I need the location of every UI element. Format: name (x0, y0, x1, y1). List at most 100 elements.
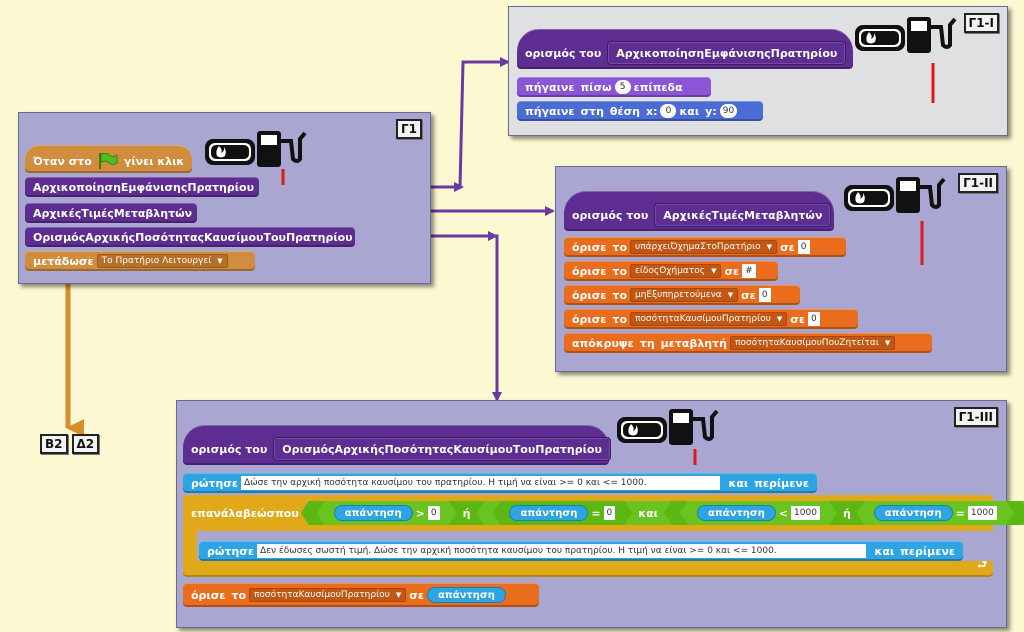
green-flag-hat[interactable]: Όταν στο γίνει κλικ (25, 145, 193, 173)
word: ρώτησε (207, 544, 254, 558)
word: και (638, 506, 658, 520)
broadcast-label: μετάδωσε (33, 254, 94, 268)
word: περίμενε (900, 544, 955, 558)
word: x: (645, 104, 658, 118)
value-input[interactable]: # (742, 264, 756, 278)
call-initial-fuel[interactable]: ΟρισμόςΑρχικήςΠοσότηταςΚαυσίμουΤουΠρατηρ… (25, 227, 355, 247)
panel-label-g1: Γ1 (396, 119, 422, 139)
word: όρισε (572, 240, 607, 254)
word: πίσω (580, 80, 612, 94)
ask-and-wait-block-1[interactable]: ρώτησε Δώσε την αρχική ποσότητα καυσίμου… (183, 473, 817, 493)
word: y: (705, 104, 717, 118)
answer-reporter[interactable]: απάντηση (426, 587, 506, 603)
var-dropdown[interactable]: ποσότηταΚαυσίμουΠουΖητείται (729, 336, 896, 350)
word: σε (724, 264, 740, 278)
question-input[interactable]: Δώσε την αρχική ποσότητα καυσίμου του πρ… (240, 476, 720, 490)
word: το (612, 288, 627, 302)
call-init-appearance[interactable]: ΑρχικοποίησηΕμφάνισηςΠρατηρίου (25, 177, 259, 197)
value-input[interactable]: 0 (807, 312, 820, 326)
call-initial-values[interactable]: ΑρχικέςΤιμέςΜεταβλητών (25, 203, 197, 223)
word: και (874, 544, 895, 558)
define-label: ορισμός του (525, 46, 602, 60)
word: απόκρυψε (572, 336, 634, 350)
eq-condition[interactable]: απάντηση = 0 (492, 501, 632, 525)
word: όρισε (572, 264, 607, 278)
x-input[interactable]: 0 (660, 104, 677, 118)
repeat-until-block[interactable]: επανάλαβε ώσπου απάντηση > 0 ή απάντηση … (183, 495, 993, 577)
set-var-block-3[interactable]: όρισε το μηΕξυπηρετούμενα σε 0 (564, 285, 800, 305)
var-dropdown[interactable]: ποσότηταΚαυσίμουΠρατηρίου (249, 588, 407, 602)
y-input[interactable]: 90 (719, 104, 738, 118)
set-var-block-1[interactable]: όρισε το υπάρχειΌχημαΣτοΠρατήριο σε 0 (564, 237, 846, 257)
panel-label-g1ii: Γ1-ΙΙ (958, 173, 998, 193)
panel-label-g1i: Γ1-Ι (963, 13, 999, 33)
value-input[interactable]: 0 (797, 240, 810, 254)
word: σε (741, 288, 756, 302)
var-dropdown[interactable]: μηΕξυπηρετούμενα (630, 288, 739, 302)
answer-reporter[interactable]: απάντηση (874, 505, 953, 521)
define-initial-fuel[interactable]: ορισμός του ΟρισμόςΑρχικήςΠοσότηταςΚαυσί… (183, 425, 611, 465)
var-dropdown[interactable]: υπάρχειΌχημαΣτοΠρατήριο (630, 240, 778, 254)
operator: = (955, 506, 965, 520)
fuel-station-icon (844, 177, 946, 265)
set-var-block-4[interactable]: όρισε το ποσότηταΚαυσίμουΠρατηρίου σε 0 (564, 309, 858, 329)
define-label: ορισμός του (572, 208, 649, 222)
word: ή (842, 506, 851, 520)
gt-condition[interactable]: απάντηση > 0 (317, 501, 457, 525)
go-back-layers-block[interactable]: πήγαινε πίσω 5 επίπεδα (517, 77, 711, 97)
panel-g1i: Γ1-Ι ορισμός του ΑρχικοποίησηΕμφάνισηςΠρ… (508, 6, 1008, 136)
word: όρισε (572, 288, 607, 302)
hide-variable-block[interactable]: απόκρυψε τη μεταβλητή ποσότηταΚαυσίμουΠο… (564, 333, 932, 353)
value-input[interactable]: 0 (428, 506, 440, 520)
word: όρισε (191, 588, 226, 602)
call-label: ΑρχικοποίησηΕμφάνισηςΠρατηρίου (33, 180, 255, 194)
value-input[interactable]: 1000 (791, 506, 820, 520)
word: επανάλαβε (191, 506, 257, 520)
repeat-header: επανάλαβε ώσπου απάντηση > 0 ή απάντηση … (191, 498, 1024, 528)
goto-xy-block[interactable]: πήγαινε στη θέση x: 0 και y: 90 (517, 101, 763, 121)
value-input[interactable]: 0 (758, 288, 771, 302)
hat-post: γίνει κλικ (123, 154, 185, 168)
var-dropdown[interactable]: ποσότηταΚαυσίμουΠρατηρίου (630, 312, 788, 326)
operator: > (415, 506, 425, 520)
define-init-appearance[interactable]: ορισμός του ΑρχικοποίησηΕμφάνισηςΠρατηρί… (517, 29, 853, 69)
answer-reporter[interactable]: απάντηση (334, 505, 413, 521)
broadcast-dropdown[interactable]: Το Πρατήριο Λειτουργεί (96, 254, 228, 268)
word: ώσπου (256, 506, 299, 520)
or-condition[interactable]: απάντηση > 0 ή απάντηση = 0 και απάντηση (301, 501, 1024, 525)
layers-input[interactable]: 5 (614, 80, 631, 94)
var-dropdown[interactable]: είδοςΟχήματος (630, 264, 722, 278)
word: και (728, 476, 749, 490)
eq-condition-2[interactable]: απάντηση = 1000 (857, 501, 1014, 525)
answer-reporter[interactable]: απάντηση (697, 505, 776, 521)
word: το (612, 240, 627, 254)
and-condition[interactable]: απάντηση = 0 και απάντηση < 1000 ή απ (476, 501, 1024, 525)
fuel-station-icon (855, 17, 957, 103)
set-fuel-to-answer-block[interactable]: όρισε το ποσότηταΚαυσίμουΠρατηρίου σε απ… (183, 583, 539, 607)
word: θέση (609, 104, 640, 118)
word: στη (580, 104, 604, 118)
call-label: ΑρχικέςΤιμέςΜεταβλητών (33, 206, 193, 220)
ref-d2: Δ2 (71, 434, 100, 454)
green-flag-icon (98, 153, 118, 169)
word: πήγαινε (525, 104, 575, 118)
question-input[interactable]: Δεν έδωσες σωστή τιμή. Δώσε την αρχική π… (256, 544, 866, 558)
lt-or-eq-condition[interactable]: απάντηση < 1000 ή απάντηση = 1000 (664, 501, 1024, 525)
panel-g1ii: Γ1-ΙΙ ορισμός του ΑρχικέςΤιμέςΜεταβλητών… (555, 166, 1007, 372)
set-var-block-2[interactable]: όρισε το είδοςΟχήματος σε # (564, 261, 778, 281)
define-name: ΑρχικοποίησηΕμφάνισηςΠρατηρίου (607, 41, 847, 65)
define-initial-values[interactable]: ορισμός του ΑρχικέςΤιμέςΜεταβλητών (564, 191, 834, 231)
lt-condition[interactable]: απάντηση < 1000 (680, 501, 837, 525)
value-input[interactable]: 0 (604, 506, 616, 520)
word: μεταβλητή (660, 336, 727, 350)
panel-g1: Γ1 Όταν στο γίνει κλικ ΑρχικοποίησηΕμφάν… (18, 112, 431, 284)
ask-and-wait-block-2[interactable]: ρώτησε Δεν έδωσες σωστή τιμή. Δώσε την α… (199, 541, 963, 561)
panel-g1iii: Γ1-ΙΙΙ ορισμός του ΟρισμόςΑρχικήςΠοσότητ… (176, 400, 1007, 628)
word: το (231, 588, 246, 602)
loop-arrow-icon: ⮐ (977, 558, 987, 571)
broadcast-block[interactable]: μετάδωσε Το Πρατήριο Λειτουργεί (25, 251, 255, 271)
value-input[interactable]: 1000 (968, 506, 997, 520)
answer-reporter[interactable]: απάντηση (509, 505, 588, 521)
hat-pre: Όταν στο (33, 154, 92, 168)
word: πήγαινε (525, 80, 575, 94)
